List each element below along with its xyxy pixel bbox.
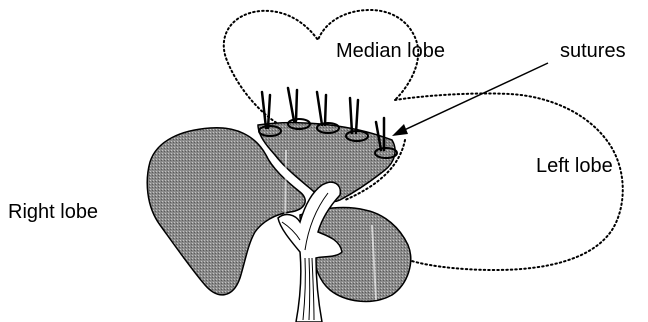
median-lobe-label: Median lobe: [336, 40, 445, 62]
sutures-label: sutures: [560, 40, 626, 62]
median-lobe-outline: [224, 10, 418, 125]
left-lobe-outline: [395, 93, 623, 270]
right-lobe-label: Right lobe: [8, 201, 98, 223]
sutures-arrow: [392, 63, 548, 136]
left-lobe-label: Left lobe: [536, 155, 613, 177]
